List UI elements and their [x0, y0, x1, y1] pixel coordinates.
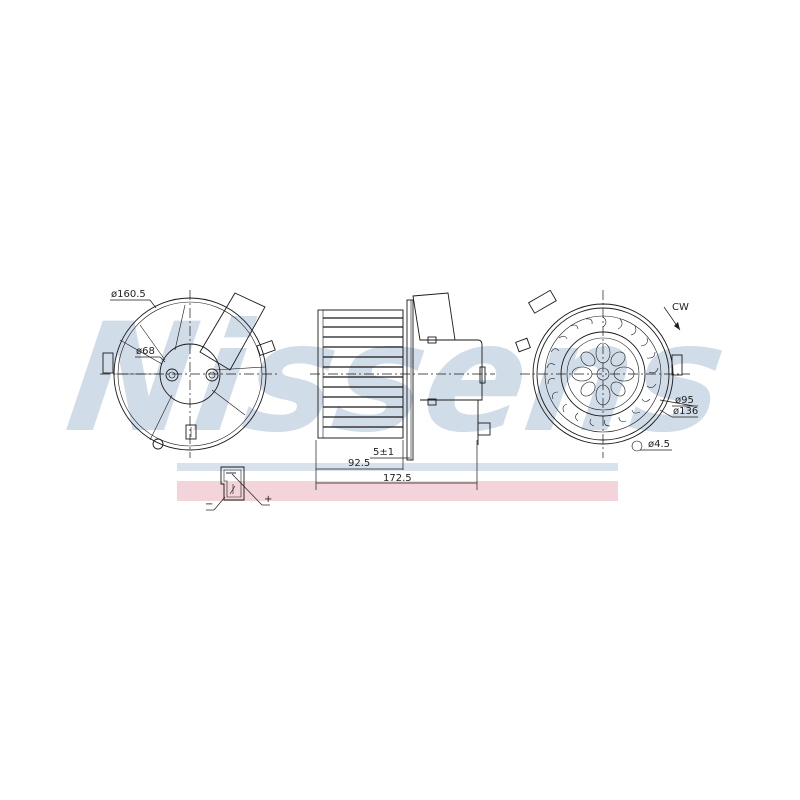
- dim-hole-diameter: ø4.5: [648, 439, 670, 450]
- watermark-band-pink: [177, 481, 618, 501]
- dim-hub-diameter: ø68: [136, 346, 155, 357]
- dim-overall-length: 172.5: [383, 473, 412, 484]
- dim-outer-diameter-right: ø136: [673, 406, 698, 417]
- side-view: 5±1 92.5 172.5: [310, 292, 495, 490]
- connector-plus-label: +: [264, 494, 272, 505]
- connector-minus-label: −: [205, 499, 213, 510]
- dim-wheel-length: 92.5: [348, 458, 370, 469]
- rotation-label: CW: [672, 302, 689, 313]
- dim-inner-diameter: ø95: [675, 395, 694, 406]
- connector-detail: + −: [205, 466, 272, 511]
- watermark-text: Nissens: [58, 291, 736, 466]
- dim-outer-diameter-left: ø160.5: [111, 289, 146, 300]
- right-view: CW ø95 ø136 ø4.5: [515, 289, 698, 458]
- dim-offset: 5±1: [373, 447, 394, 458]
- watermark-band-blue: [177, 463, 618, 471]
- left-view: ø160.5 ø68: [100, 289, 280, 458]
